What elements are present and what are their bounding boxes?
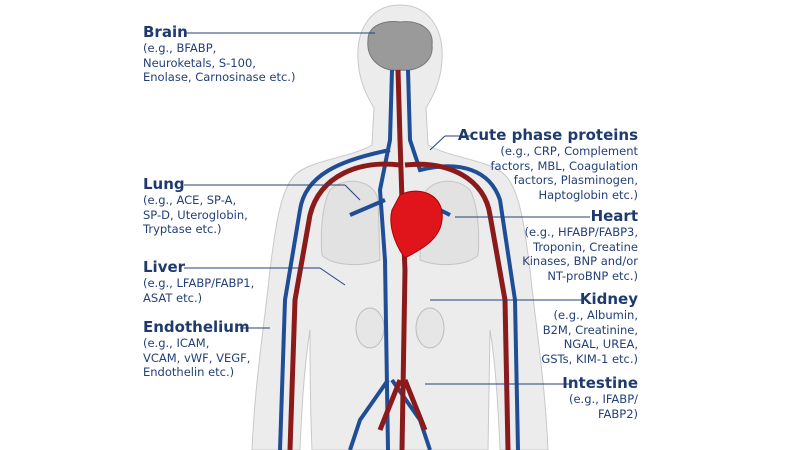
- heart-shape: [390, 190, 443, 259]
- intestine-title: Intestine: [562, 374, 638, 392]
- liver-title: Liver: [143, 258, 186, 276]
- leader-lines: [184, 32, 590, 385]
- kidney-title: Kidney: [579, 290, 638, 308]
- brain-detail: (e.g., BFABP, Neuroketals, S-100, Enolas…: [143, 41, 296, 84]
- label-heart: Heart(e.g., HFABP/FABP3, Troponin, Creat…: [522, 208, 638, 283]
- label-intestine: Intestine(e.g., IFABP/ FABP2): [562, 375, 638, 421]
- kidneys: [355, 307, 445, 349]
- label-liver: Liver(e.g., LFABP/FABP1, ASAT etc.): [143, 259, 254, 305]
- label-acute-phase-proteins: Acute phase proteins(e.g., CRP, Compleme…: [458, 127, 638, 202]
- endothelium-detail: (e.g., ICAM, VCAM, vWF, VEGF, Endothelin…: [143, 336, 251, 379]
- lung-detail: (e.g., ACE, SP-A, SP-D, Uteroglobin, Try…: [143, 193, 248, 236]
- acute-detail: (e.g., CRP, Complement factors, MBL, Coa…: [490, 144, 639, 202]
- label-lung: Lung(e.g., ACE, SP-A, SP-D, Uteroglobin,…: [143, 176, 248, 237]
- endothelium-title: Endothelium: [143, 318, 250, 336]
- heart-title: Heart: [590, 207, 638, 225]
- brain-title: Brain: [143, 23, 188, 41]
- intestine-detail: (e.g., IFABP/ FABP2): [569, 392, 638, 421]
- label-brain: Brain(e.g., BFABP, Neuroketals, S-100, E…: [143, 24, 295, 85]
- acute-title: Acute phase proteins: [457, 126, 638, 144]
- label-endothelium: Endothelium(e.g., ICAM, VCAM, vWF, VEGF,…: [143, 319, 250, 380]
- brain-shape: [367, 21, 433, 71]
- heart-detail: (e.g., HFABP/FABP3, Troponin, Creatine K…: [522, 225, 638, 283]
- kidney-detail: (e.g., Albumin, B2M, Creatinine, NGAL, U…: [541, 308, 638, 366]
- liver-detail: (e.g., LFABP/FABP1, ASAT etc.): [143, 276, 255, 305]
- label-kidney: Kidney(e.g., Albumin, B2M, Creatinine, N…: [541, 291, 638, 366]
- lung-title: Lung: [143, 175, 185, 193]
